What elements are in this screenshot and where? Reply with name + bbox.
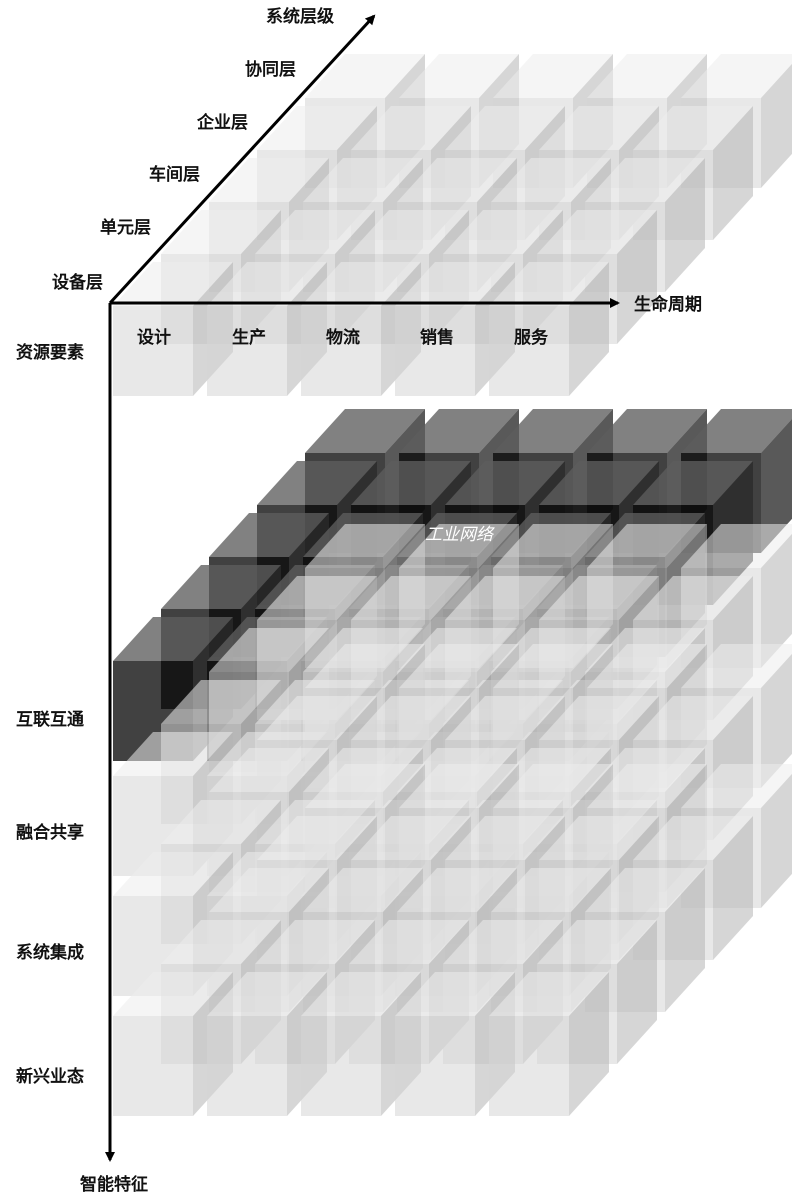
axes-group xyxy=(105,14,620,1162)
hierarchy-level-label: 协同层 xyxy=(245,59,296,80)
cube-side-face xyxy=(665,868,705,1012)
cube-top-face xyxy=(681,644,792,688)
feature-layer-label: 系统集成 xyxy=(16,942,84,963)
cube-front-face xyxy=(113,306,193,396)
feature-layer-label: 资源要素 xyxy=(16,342,84,363)
system-hierarchy-axis-label: 系统层级 xyxy=(266,6,334,27)
lifecycle-stage-label: 设计 xyxy=(137,327,171,348)
cube-side-face xyxy=(761,533,792,668)
hierarchy-level-label: 企业层 xyxy=(196,112,248,133)
cube-top-face xyxy=(681,54,792,98)
cube-front-face xyxy=(207,1016,287,1116)
cube-front-face xyxy=(395,306,475,396)
cube-top-face xyxy=(681,764,792,808)
cube-grid xyxy=(113,54,792,1116)
cube-side-face xyxy=(713,816,753,960)
cube-side-face xyxy=(713,106,753,240)
lifecycle-axis-label: 生命周期 xyxy=(634,294,702,315)
cube-front-face xyxy=(207,306,287,396)
lifecycle-stage-label: 物流 xyxy=(326,327,360,348)
lifecycle-stage-label: 生产 xyxy=(232,327,266,348)
cube-top-face xyxy=(681,524,792,568)
system-hierarchy-axis xyxy=(108,14,376,305)
industrial-network-label: 工业网络 xyxy=(425,525,495,545)
cube-side-face xyxy=(569,972,609,1116)
cube-front-face xyxy=(301,1016,381,1116)
cube-side-face xyxy=(665,158,705,292)
lifecycle-stage-label: 销售 xyxy=(420,327,454,348)
cube-side-face xyxy=(569,262,609,396)
hierarchy-level-label: 设备层 xyxy=(52,272,103,293)
hierarchy-level-label: 车间层 xyxy=(149,164,200,185)
cube-front-face xyxy=(301,306,381,396)
hierarchy-level-label: 单元层 xyxy=(100,217,151,238)
cube-side-face xyxy=(761,653,792,788)
cube-side-face xyxy=(617,210,657,344)
cube-side-face xyxy=(617,920,657,1064)
cube-front-face xyxy=(113,1016,193,1116)
labels-group: 系统层级 设备层 单元层 车间层 企业层 协同层 生命周期 设计 生产 物流 销… xyxy=(16,6,702,1195)
feature-layer-label: 新兴业态 xyxy=(16,1066,84,1087)
cube-front-face xyxy=(489,306,569,396)
cube-side-face xyxy=(761,63,792,188)
cube-top-face xyxy=(681,409,792,453)
cube-side-face xyxy=(761,418,792,553)
cube-front-face xyxy=(395,1016,475,1116)
lifecycle-stage-label: 服务 xyxy=(514,327,549,348)
intelligent-features-axis-label: 智能特征 xyxy=(80,1174,148,1195)
cube-front-face xyxy=(489,1016,569,1116)
cube-side-face xyxy=(761,773,792,908)
feature-layer-label: 融合共享 xyxy=(16,822,84,843)
feature-layer-label: 互联互通 xyxy=(16,710,84,730)
